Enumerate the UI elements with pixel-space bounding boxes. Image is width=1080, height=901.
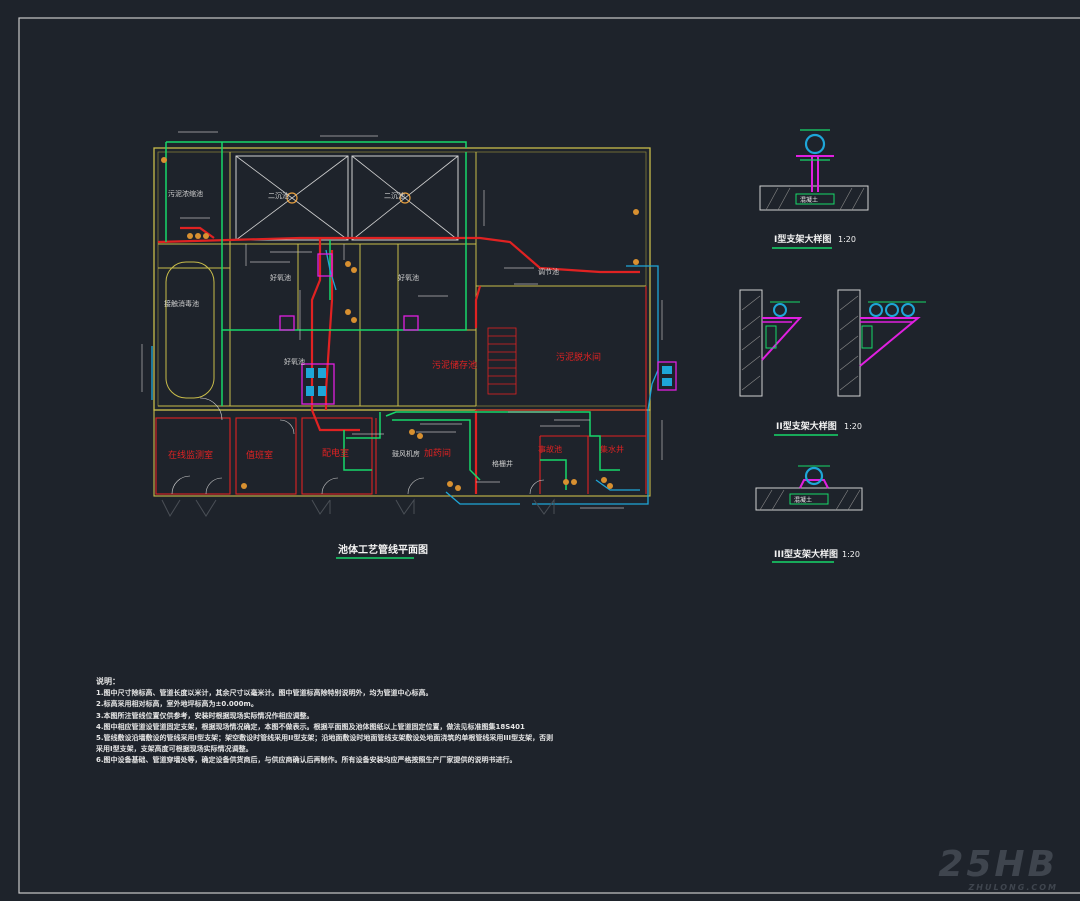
door-swings bbox=[171, 397, 545, 495]
room-label-12: 值班室 bbox=[246, 449, 273, 461]
room-labels: 污泥浓缩池 二沉池 二沉池 接触消毒池 好氧池 好氧池 好氧池 污泥储存池 调节… bbox=[164, 189, 624, 468]
support-detail-type-2[interactable]: II型支架大样图 1:20 bbox=[739, 289, 926, 436]
room-label-3: 二沉池 bbox=[384, 191, 405, 200]
note-item: 1.图中尺寸除标高、管道长度以米计，其余尺寸以毫米计。图中管道标高除特别说明外，… bbox=[96, 689, 433, 698]
room-label-18: 集水井 bbox=[600, 444, 624, 454]
note-item: 6.图中设备基础、管道穿墙处等，确定设备供货商后，与供应商确认后再制作。所有设备… bbox=[96, 756, 517, 765]
room-label-14: 鼓风机房 bbox=[392, 449, 420, 458]
note-item: 3.本图所注管线位置仅供参考，安装时根据现场实际情况作相应调整。 bbox=[96, 711, 314, 720]
detail-1-tag: 混凝土 bbox=[800, 196, 818, 204]
detail-3-scale: 1:20 bbox=[842, 550, 860, 559]
pond-process-pipeline-plan[interactable]: 污泥浓缩池 二沉池 二沉池 接触消毒池 好氧池 好氧池 好氧池 污泥储存池 调节… bbox=[141, 131, 677, 559]
detail-1-scale: 1:20 bbox=[838, 235, 856, 244]
room-label-9: 调节池 bbox=[538, 267, 559, 276]
plan-internal-walls bbox=[158, 152, 646, 407]
room-label-15: 加药间 bbox=[424, 447, 451, 459]
support-detail-type-3[interactable]: 混凝土 III型支架大样图 1:20 bbox=[755, 465, 863, 563]
support-detail-type-1[interactable]: 混凝土 I型支架大样图 1:20 bbox=[759, 129, 869, 249]
faint-foundations bbox=[161, 498, 555, 518]
room-label-2: 二沉池 bbox=[268, 191, 289, 200]
note-item: 2.标高采用相对标高，室外地坪标高为±0.000m。 bbox=[96, 700, 258, 709]
room-label-6: 好氧池 bbox=[398, 273, 419, 282]
detail-2-scale: 1:20 bbox=[844, 422, 862, 431]
drawing-frame bbox=[18, 17, 1080, 894]
settling-tank-1 bbox=[235, 155, 349, 241]
notes-heading: 说明： bbox=[96, 677, 120, 686]
detail-3-tag: 混凝土 bbox=[794, 496, 812, 504]
room-label-1: 污泥浓缩池 bbox=[168, 189, 203, 198]
watermark-sub: ZHULONG.COM bbox=[968, 883, 1058, 892]
magenta-fittings bbox=[279, 253, 677, 405]
pump-valves bbox=[306, 366, 672, 396]
plan-lower-row bbox=[153, 409, 651, 497]
room-label-13: 配电室 bbox=[322, 447, 349, 459]
dimension-annotations bbox=[141, 131, 663, 509]
room-label-11: 在线监测室 bbox=[168, 449, 213, 461]
watermark-logo: 25HB ZHULONG.COM bbox=[938, 847, 1058, 893]
detail-1-title: I型支架大样图 bbox=[774, 233, 831, 245]
settling-tank-2 bbox=[351, 155, 459, 241]
room-label-10: 污泥脱水间 bbox=[556, 351, 601, 363]
room-label-4: 接触消毒池 bbox=[164, 299, 199, 308]
detail-3-title: III型支架大样图 bbox=[774, 548, 838, 560]
room-label-8: 污泥储存池 bbox=[432, 359, 477, 371]
detail-2-title: II型支架大样图 bbox=[776, 420, 837, 432]
equipment-markers bbox=[161, 157, 639, 491]
drawing-notes: 说明： 1.图中尺寸除标高、管道长度以米计，其余尺寸以毫米计。图中管道标高除特别… bbox=[96, 676, 656, 767]
room-label-5: 好氧池 bbox=[270, 273, 291, 282]
watermark-main: 25HB bbox=[938, 844, 1058, 885]
room-label-17: 事故池 bbox=[538, 444, 562, 454]
note-item: 4.图中相应管道设管道固定支架，根据现场情况确定，本图不做表示。根据平面图及池体… bbox=[96, 722, 525, 731]
room-label-7: 好氧池 bbox=[284, 357, 305, 366]
note-item: 5.管线敷设沿墙敷设的管线采用I型支架；架空敷设时管线采用II型支架；沿地面敷设… bbox=[96, 734, 554, 743]
note-item: 采用I型支架，支架高度可根据现场实际情况调整。 bbox=[96, 745, 253, 754]
plan-title: 池体工艺管线平面图 bbox=[338, 543, 428, 556]
room-label-16: 格栅井 bbox=[492, 459, 513, 468]
cyan-pipelines[interactable] bbox=[151, 249, 659, 505]
staircase bbox=[487, 327, 517, 395]
